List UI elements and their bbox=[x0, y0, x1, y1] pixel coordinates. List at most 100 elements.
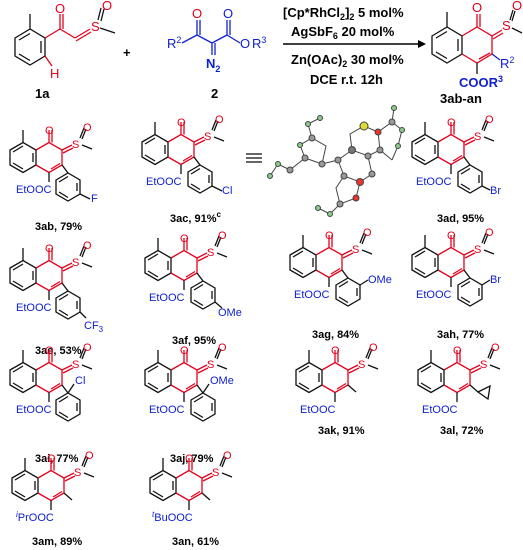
3al-oxygen: O bbox=[453, 345, 462, 357]
3ah-substituent: Br bbox=[490, 274, 501, 286]
3am-oxygen: O bbox=[47, 453, 56, 465]
reaction-arrowhead bbox=[418, 40, 426, 48]
3ab-label: 3ab, 79% bbox=[35, 221, 82, 233]
3aj-substituent: OMe bbox=[210, 375, 234, 387]
reactive-hydrogen: H bbox=[50, 66, 59, 81]
3ag-ester: EtOOC bbox=[294, 289, 330, 301]
condition-additive: AgSbF6 20 mol% bbox=[291, 24, 395, 41]
compound-3ac bbox=[141, 119, 225, 194]
3ak-sulfur: S bbox=[358, 359, 365, 371]
3ad-ester: EtOOC bbox=[416, 176, 452, 188]
compound-3af bbox=[144, 235, 228, 310]
3ah-ester: EtOOC bbox=[416, 289, 452, 301]
3ae-ester: EtOOC bbox=[16, 302, 52, 314]
3ab-substituent: F bbox=[91, 193, 98, 205]
general-product bbox=[431, 9, 523, 74]
condition-catalyst: [Cp*RhCl2]2 5 mol% bbox=[283, 5, 404, 22]
3ad-label: 3ad, 95% bbox=[437, 213, 484, 225]
3aj-oxygen: O bbox=[180, 345, 189, 357]
3ag-substituent: OMe bbox=[368, 274, 392, 286]
3an-sulfoxide-oxygen: O bbox=[223, 450, 232, 462]
3ai-sulfur: S bbox=[72, 359, 79, 371]
3ai-oxygen: O bbox=[45, 345, 54, 357]
reagent2-R3: R3 bbox=[252, 35, 266, 51]
condition-base: Zn(OAc)2 30 mol% bbox=[291, 52, 404, 69]
3ag-label: 3ag, 84% bbox=[312, 329, 359, 341]
3ak-label: 3ak, 91% bbox=[318, 425, 365, 437]
3ag-oxygen: O bbox=[325, 230, 334, 242]
3ae-oxygen: O bbox=[45, 243, 54, 255]
3ad-oxygen: O bbox=[447, 117, 456, 129]
compound-3am bbox=[11, 455, 95, 511]
compound-3ak bbox=[295, 347, 379, 403]
3af-oxygen: O bbox=[180, 233, 189, 245]
3ad-sulfur: S bbox=[474, 131, 481, 143]
3ak-sulfoxide-oxygen: O bbox=[369, 342, 378, 354]
3ac-sulfur: S bbox=[204, 131, 211, 143]
compound-3al bbox=[417, 347, 501, 403]
reagent2-oxygen3: O bbox=[240, 36, 250, 51]
3ah-label: 3ah, 77% bbox=[437, 329, 484, 341]
3aj-ester: EtOOC bbox=[149, 404, 185, 416]
compound-3ah bbox=[411, 232, 495, 307]
product-COOR3: COOR3 bbox=[459, 74, 503, 90]
3ac-ester: EtOOC bbox=[146, 176, 182, 188]
3ab-ester: EtOOC bbox=[16, 184, 52, 196]
3ag-sulfoxide-oxygen: O bbox=[363, 227, 372, 239]
3am-sulfur: S bbox=[74, 467, 81, 479]
3an-ester: tBuOOC bbox=[152, 510, 193, 524]
3an-sulfur: S bbox=[212, 467, 219, 479]
reagent2-R2: R2 bbox=[167, 35, 181, 51]
compound-3an bbox=[149, 455, 233, 511]
3ai-label: 3ai, 77% bbox=[35, 453, 79, 465]
reagent2-oxygen1: O bbox=[192, 6, 202, 21]
3aj-sulfoxide-oxygen: O bbox=[218, 342, 227, 354]
3ad-substituent: Br bbox=[490, 185, 501, 197]
3am-ester: iPrOOC bbox=[16, 510, 54, 524]
compound-3ae bbox=[9, 245, 93, 320]
3af-sulfoxide-oxygen: O bbox=[218, 230, 227, 242]
product-sulfoxide-oxygen: O bbox=[512, 0, 522, 13]
sulfur-atom: S bbox=[91, 19, 100, 34]
3ac-substituent: Cl bbox=[222, 185, 232, 197]
3ak-oxygen: O bbox=[331, 345, 340, 357]
compound-3ad bbox=[411, 119, 495, 194]
3ac-label: 3ac, 91%c bbox=[170, 210, 221, 225]
reagent2-oxygen2: O bbox=[223, 6, 233, 21]
product-sulfur: S bbox=[502, 18, 511, 33]
3ae-label: 3ae, 53% bbox=[35, 345, 82, 357]
reagent2-N2: N2 bbox=[206, 56, 220, 74]
3ah-oxygen: O bbox=[447, 230, 456, 242]
compound-3ag bbox=[289, 232, 373, 307]
3ag-sulfur: S bbox=[352, 244, 359, 256]
reactant-1a-label: 1a bbox=[35, 86, 50, 101]
3af-sulfur: S bbox=[207, 247, 214, 259]
3ab-oxygen: O bbox=[45, 125, 54, 137]
ketone-oxygen: O bbox=[55, 1, 65, 16]
compound-3ai bbox=[9, 347, 93, 422]
compound-3ab bbox=[9, 127, 93, 202]
3am-label: 3am, 89% bbox=[32, 536, 82, 548]
3ac-sulfoxide-oxygen: O bbox=[215, 114, 224, 126]
3af-label: 3af, 95% bbox=[172, 335, 216, 347]
3ad-sulfoxide-oxygen: O bbox=[485, 114, 494, 126]
3ae-sulfur: S bbox=[72, 257, 79, 269]
3al-sulfur: S bbox=[480, 359, 487, 371]
3ab-sulfoxide-oxygen: O bbox=[83, 122, 92, 134]
reactant-2 bbox=[181, 20, 241, 55]
compound-3aj bbox=[144, 347, 228, 422]
3ai-ester: EtOOC bbox=[16, 404, 52, 416]
3ai-sulfoxide-oxygen: O bbox=[83, 342, 92, 354]
3ac-oxygen: O bbox=[177, 117, 186, 129]
3ah-sulfoxide-oxygen: O bbox=[485, 227, 494, 239]
3ae-substituent: CF3 bbox=[84, 320, 104, 334]
3an-label: 3an, 61% bbox=[172, 536, 219, 548]
condition-solvent: DCE r.t. 12h bbox=[310, 72, 383, 87]
3af-ester: EtOOC bbox=[149, 292, 185, 304]
3ae-sulfoxide-oxygen: O bbox=[83, 240, 92, 252]
3al-ester: EtOOC bbox=[422, 404, 458, 416]
reactant-2-label: 2 bbox=[211, 86, 218, 101]
product-label: 3ab-an bbox=[440, 91, 482, 106]
3an-oxygen: O bbox=[185, 453, 194, 465]
3al-label: 3al, 72% bbox=[440, 425, 484, 437]
